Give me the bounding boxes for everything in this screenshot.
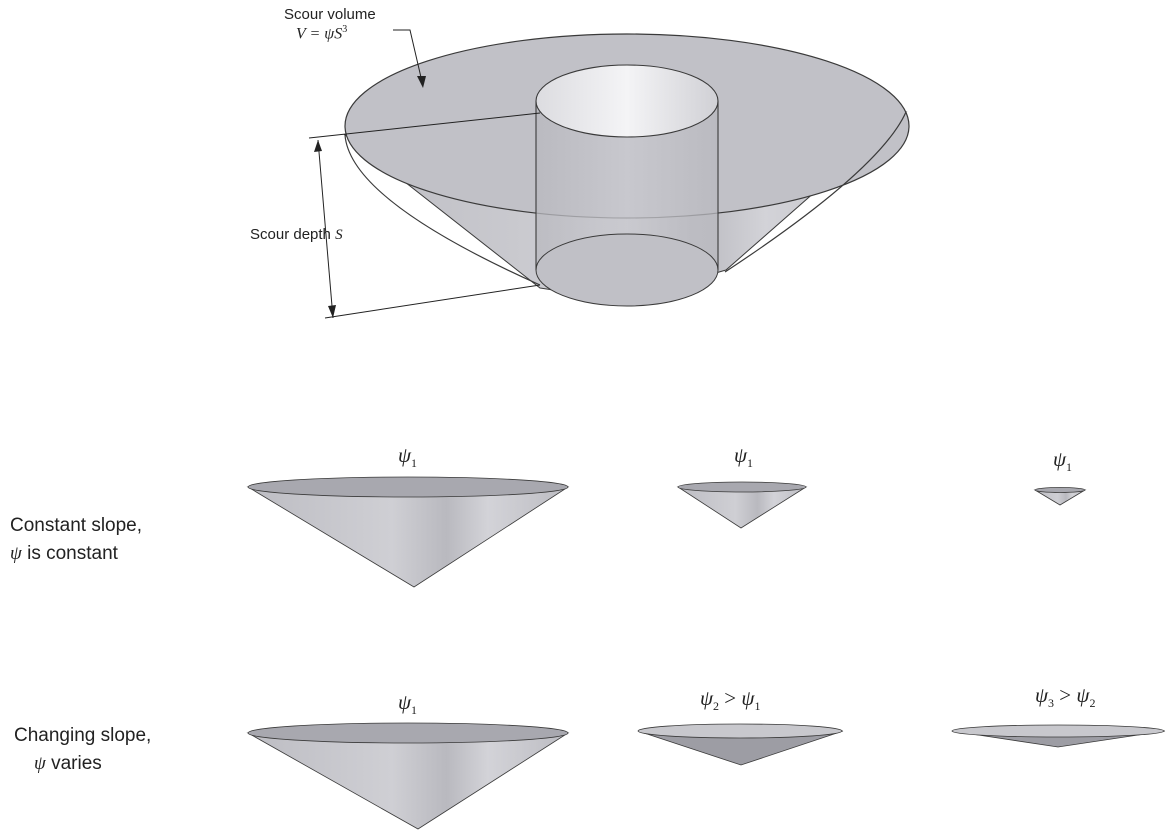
row-label-changing-slope: Changing slope, ψ varies (14, 725, 152, 774)
arrow-up-icon (314, 140, 322, 152)
scour-volume-leader (393, 29, 426, 88)
cone-flat-psi2 (637, 723, 844, 766)
cone-label: ψ1 (398, 443, 418, 471)
arrow-down-icon (417, 76, 426, 88)
cone-large-psi1 (246, 476, 570, 588)
cone-label: ψ1 (1053, 447, 1073, 475)
cone-label: ψ3 > ψ2 (1035, 683, 1096, 711)
cone-medium-psi1 (676, 481, 808, 529)
cone-label: ψ2 > ψ1 (700, 686, 761, 714)
cone-flatter-psi3 (951, 724, 1166, 748)
cone-label: ψ1 (734, 443, 754, 471)
scour-volume-equation: V = ψS3 (296, 24, 348, 43)
scour-volume-label: Scour volume (284, 6, 376, 23)
cone-row-constant-slope (246, 476, 1087, 588)
scour-depth-dimension (308, 112, 541, 319)
scour-depth-label: Scour depth S (250, 226, 343, 243)
cone-label: ψ1 (398, 690, 418, 718)
cone-row-changing-slope (246, 722, 1166, 830)
row-label-constant-slope: Constant slope, ψ is constant (10, 515, 143, 564)
cone-large-psi1-b (246, 722, 570, 830)
arrow-down-icon (328, 305, 336, 318)
pile-cylinder (535, 64, 719, 307)
cone-small-psi1 (1033, 487, 1087, 506)
